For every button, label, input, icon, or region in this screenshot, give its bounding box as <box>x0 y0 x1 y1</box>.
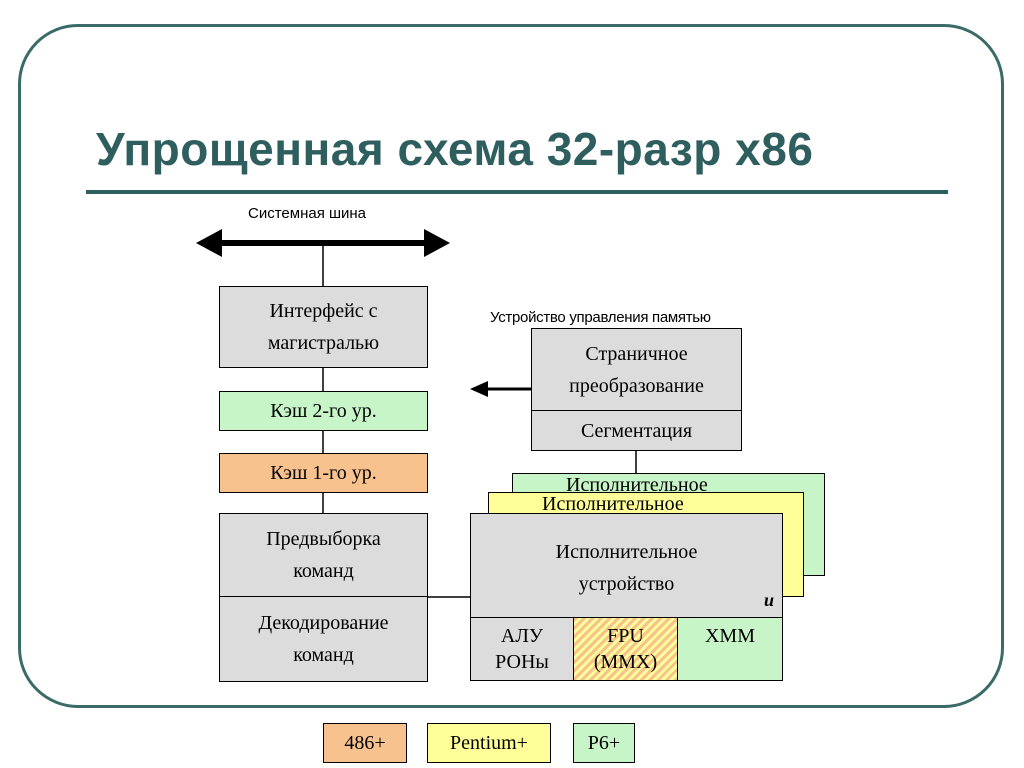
decode-block: Декодирование команд <box>219 596 428 682</box>
bus-interface-line1: Интерфейс с <box>269 300 378 322</box>
fpu-block: FPU (MMX) <box>573 617 678 681</box>
paging-block: Страничное преобразование <box>531 328 742 411</box>
system-bus-label: Системная шина <box>248 205 367 222</box>
paging-line1: Страничное <box>585 342 688 365</box>
paging-line2: преобразование <box>569 374 704 397</box>
fpu-line2: (MMX) <box>593 651 658 673</box>
alu-line2: РОНы <box>495 651 549 673</box>
prefetch-block: Предвыборка команд <box>219 513 428 597</box>
bus-interface-line2: магистралью <box>267 332 380 354</box>
pipe-u-mark: u <box>764 590 775 610</box>
alu-block: АЛУ РОНы <box>470 617 574 681</box>
segmentation-block: Сегментация <box>531 410 742 451</box>
decode-line2: команд <box>293 644 354 666</box>
exec-unit-block: Исполнительное устройство <box>470 513 783 618</box>
system-bus-arrow <box>196 229 450 257</box>
exec-unit-line2: устройство <box>578 572 675 595</box>
bus-interface-block: Интерфейс с магистралью <box>219 286 428 368</box>
title-underline <box>86 190 948 194</box>
fpu-line1: FPU <box>607 625 644 647</box>
prefetch-line1: Предвыборка <box>266 528 381 550</box>
l2-cache-block: Кэш 2-го ур. <box>219 391 428 431</box>
prefetch-line2: команд <box>293 560 354 582</box>
legend-p6: P6+ <box>573 723 635 763</box>
mmu-label: Устройство управления памятью <box>490 309 711 326</box>
slide-title: Упрощенная схема 32-разр x86 <box>96 123 814 175</box>
exec-unit-back-yellow-label: Исполнительное <box>542 493 684 512</box>
legend-486: 486+ <box>323 723 407 763</box>
l1-cache-block: Кэш 1-го ур. <box>219 453 428 493</box>
alu-line1: АЛУ <box>500 625 544 647</box>
decode-line1: Декодирование <box>258 612 389 634</box>
exec-unit-back-green-label: Исполнительное <box>566 474 708 493</box>
legend-pentium: Pentium+ <box>427 723 551 763</box>
mmu-arrow <box>470 381 531 397</box>
xmm-block: XMM <box>677 617 783 681</box>
exec-unit-line1: Исполнительное <box>555 540 698 563</box>
